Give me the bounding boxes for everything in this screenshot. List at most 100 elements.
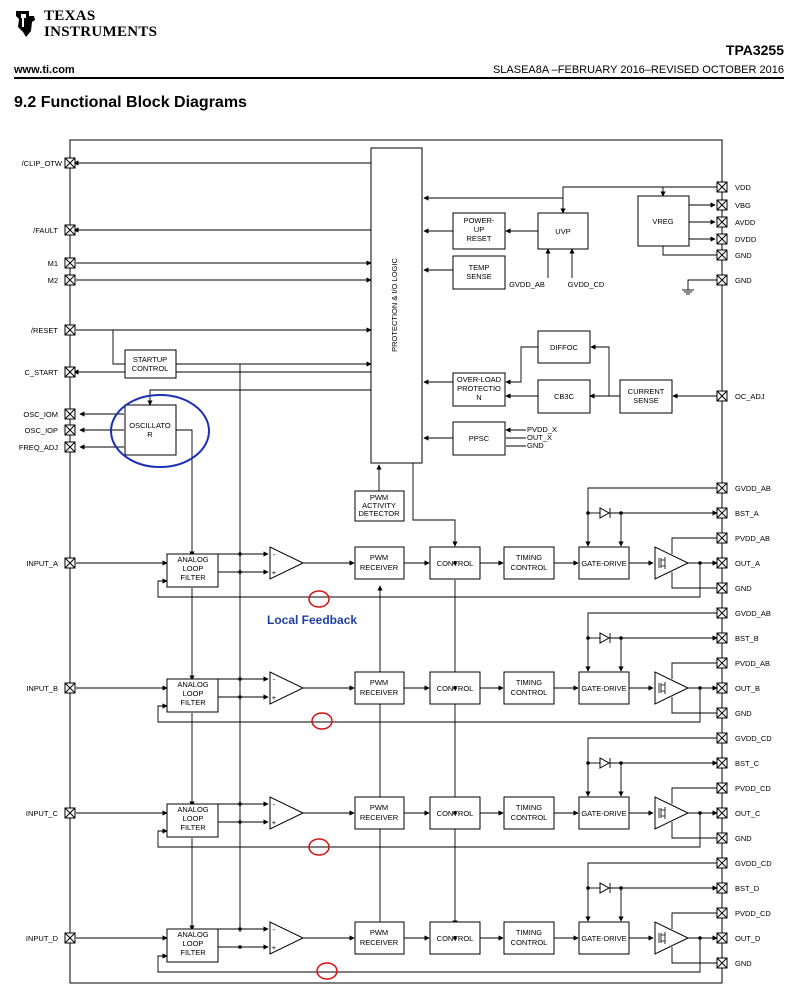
analog-filter-label-1: ANALOG	[177, 805, 208, 814]
pin-label-input-a: INPUT_A	[26, 559, 58, 568]
powerup-label-3: RESET	[466, 234, 491, 243]
amplifier-channels: INPUT_AANALOGLOOPFILTER-+PWMRECEIVERCONT…	[26, 482, 772, 980]
pin-label-gnd-2: GND	[735, 276, 752, 285]
pin-gnd-d	[716, 957, 728, 969]
pin-label-oc-adj: OC_ADJ	[735, 392, 765, 401]
analog-filter-label-2: LOOP	[183, 939, 204, 948]
powerup-label-2: UP	[474, 225, 484, 234]
ppsc-block	[452, 421, 506, 456]
comparator-plus: +	[272, 943, 277, 952]
diode-icon	[599, 882, 611, 894]
oscillator-highlight-circle	[110, 394, 210, 468]
pin-label-gnd-1: GND	[735, 251, 752, 260]
junction-dot	[586, 761, 590, 765]
pin-fault	[64, 224, 76, 236]
mosfet-icon	[658, 807, 666, 819]
pin-label-reset: /RESET	[31, 326, 59, 335]
pin-osc-iom	[64, 408, 76, 420]
pin-gvdd-b	[716, 607, 728, 619]
junction-dot	[453, 936, 457, 940]
analog-filter-label-3: FILTER	[180, 948, 206, 957]
channel-c: INPUT_CANALOGLOOPFILTER-+PWMRECEIVERCONT…	[26, 732, 772, 856]
output-stage-b	[654, 671, 690, 705]
pin-gnd-1	[716, 249, 728, 261]
pin-input-b	[64, 682, 76, 694]
junction-dot	[619, 511, 623, 515]
pwm-receiver-label-2: RECEIVER	[360, 813, 399, 822]
diode-icon	[599, 632, 611, 644]
overload-label-1: OVER-LOAD	[457, 375, 502, 384]
analog-filter-label-1: ANALOG	[177, 930, 208, 939]
channel-b: INPUT_BANALOGLOOPFILTER-+PWMRECEIVERCONT…	[26, 607, 771, 730]
analog-filter-label-2: LOOP	[183, 564, 204, 573]
overload-label-3: N	[476, 393, 481, 402]
comparator-d	[269, 921, 305, 955]
diode-icon	[599, 507, 611, 519]
uvp-input-gvdd-cd: GVDD_CD	[568, 280, 605, 289]
pin-label-gnd-c: GND	[735, 834, 752, 843]
pin-pvdd-c	[716, 782, 728, 794]
pin-label-m2: M2	[48, 276, 58, 285]
pin-freq-adj	[64, 441, 76, 453]
pin-label-clip-otw: /CLIP_OTW	[22, 159, 63, 168]
startup-label-1: STARTUP	[133, 355, 167, 364]
analog-loop-filter-c	[166, 803, 219, 838]
output-stage-a	[654, 546, 690, 580]
pwm-receiver-label-2: RECEIVER	[360, 938, 399, 947]
comparator-minus: -	[273, 675, 276, 684]
local-feedback-circle	[311, 712, 333, 730]
pin-out-b	[716, 682, 728, 694]
channel-d: INPUT_DANALOGLOOPFILTER-+PWMRECEIVERCONT…	[26, 857, 772, 980]
analog-loop-filter-d	[166, 928, 219, 963]
uvp-label: UVP	[555, 227, 570, 236]
gate-drive-label: GATE-DRIVE	[581, 934, 626, 943]
cb3c-label: CB3C	[554, 392, 575, 401]
pin-gvdd-d	[716, 857, 728, 869]
website-link[interactable]: www.ti.com	[14, 64, 75, 76]
ti-logo: Texas Instruments	[14, 8, 157, 40]
timing-label-2: CONTROL	[511, 688, 548, 697]
mosfet-icon	[658, 557, 666, 569]
gate-drive-label: GATE-DRIVE	[581, 809, 626, 818]
pin-label-input-d: INPUT_D	[26, 934, 59, 943]
pin-label-bst-b: BST_B	[735, 634, 759, 643]
analog-loop-filter-b	[166, 678, 219, 713]
channel-a: INPUT_AANALOGLOOPFILTER-+PWMRECEIVERCONT…	[26, 482, 771, 608]
pin-out-d	[716, 932, 728, 944]
local-feedback-circle	[308, 838, 330, 856]
diffoc-label: DIFFOC	[550, 343, 578, 352]
uvp-input-gvdd-ab: GVDD_AB	[509, 280, 545, 289]
pin-label-c-start: C_START	[25, 368, 59, 377]
left-pins: /CLIP_OTW /FAULT M1 M2 /RESET C_START OS…	[19, 157, 76, 453]
pin-label-gnd-b: GND	[735, 709, 752, 718]
junction-dot	[586, 636, 590, 640]
pin-input-c	[64, 807, 76, 819]
junction-dot	[453, 561, 457, 565]
uvp-block	[537, 212, 589, 250]
pin-pvdd-b	[716, 657, 728, 669]
pin-label-pvdd-d: PVDD_CD	[735, 909, 771, 918]
junction-dot	[619, 886, 623, 890]
company-name: Texas Instruments	[44, 8, 157, 40]
pin-oc-adj	[716, 390, 728, 402]
junction-dot	[238, 820, 242, 824]
pin-label-gvdd-a: GVDD_AB	[735, 484, 771, 493]
pin-label-vbg: VBG	[735, 201, 751, 210]
pwm-receiver-label-1: PWM	[370, 678, 388, 687]
pwm-activity-label-3: DETECTOR	[358, 509, 400, 518]
current-label-2: SENSE	[633, 396, 658, 405]
junction-dot	[238, 695, 242, 699]
pwm-activity-label-1: PWM	[370, 493, 388, 502]
diffoc-block	[537, 330, 591, 364]
pin-bst-b	[716, 632, 728, 644]
pin-dvdd	[716, 233, 728, 245]
pwm-receiver-b	[354, 671, 405, 705]
pin-label-gnd-a: GND	[735, 584, 752, 593]
analog-filter-label-3: FILTER	[180, 573, 206, 582]
pin-vbg	[716, 199, 728, 211]
mosfet-icon	[658, 682, 666, 694]
pin-gnd-b	[716, 707, 728, 719]
pin-label-avdd: AVDD	[735, 218, 756, 227]
pin-input-a	[64, 557, 76, 569]
pin-gnd-c	[716, 832, 728, 844]
